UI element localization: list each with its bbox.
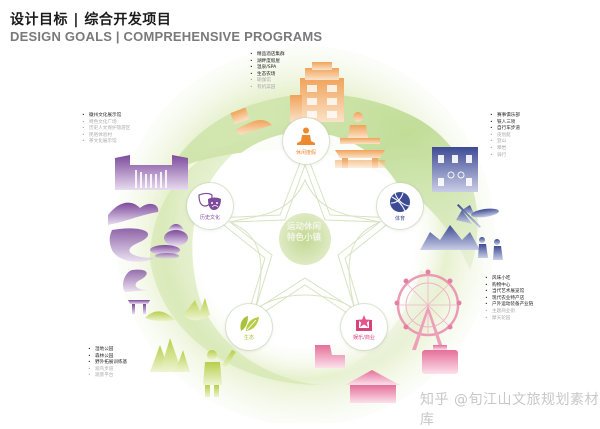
- page-title-en: DESIGN GOALS | COMPREHENSIVE PROGRAMS: [10, 29, 323, 44]
- meditation-icon: [297, 127, 315, 145]
- entertainment-list: 风味小吃 购物中心 当代艺术展览馆 现代农业特产店 户外运动装备产业链 主题商业…: [485, 276, 533, 322]
- culture-list: 徽州文化展示馆 特色文化广场 历史人文保护旅游区 民俗体验村 茶文化展示馆: [82, 113, 130, 146]
- list-item: 瑜伽馆: [250, 78, 285, 85]
- list-item: 攀岩: [490, 146, 520, 153]
- list-item: 特色文化广场: [82, 120, 130, 127]
- list-item: 铁人三项: [490, 120, 520, 127]
- list-item: 骑行: [490, 153, 520, 160]
- ecology-illustration: [145, 298, 236, 397]
- list-item: 有机菜园: [250, 85, 285, 92]
- star-box-icon: [356, 314, 372, 331]
- ecology-list: 湿地公园 森林公园 野外拓展训练基 观鸟步道 观景平台: [88, 347, 127, 380]
- list-item: 精品酒店集群: [250, 52, 285, 59]
- sports-list: 赛事俱乐部 铁人三项 自行车步道 皮划艇 登山 攀岩 骑行: [490, 113, 520, 159]
- list-item: 自行车步道: [490, 126, 520, 133]
- culture-illustration: [108, 155, 188, 314]
- list-item: 主题商业街: [485, 309, 533, 316]
- page-title-cn: 设计目标 | 综合开发项目: [10, 12, 172, 28]
- list-item: 购物中心: [485, 283, 533, 290]
- list-item: 当代艺术展览馆: [485, 289, 533, 296]
- list-item: 观鸟步道: [88, 367, 127, 374]
- node-culture: 历史文化: [187, 183, 233, 229]
- list-item: 登山: [490, 139, 520, 146]
- list-item: 历史人文保护旅游区: [82, 126, 130, 133]
- center-hub: [279, 213, 331, 265]
- leaf-icon: [240, 315, 259, 331]
- node-leisure: 休闲度假: [283, 118, 329, 164]
- watermark: 知乎 @旬江山文旅规划素材库: [420, 392, 599, 428]
- list-item: 风味小吃: [485, 276, 533, 283]
- node-entertainment: 娱乐/商业: [341, 304, 387, 350]
- list-item: 摩天轮园: [485, 316, 533, 323]
- list-item: 湖畔度假屋: [250, 59, 285, 66]
- theater-masks-icon: [198, 192, 221, 210]
- center-label: 运动休闲 特色小镇: [286, 222, 321, 243]
- green-band: [170, 93, 478, 270]
- list-item: 茶文化展示馆: [82, 139, 130, 146]
- list-item: 温泉/SPA: [250, 65, 285, 72]
- list-item: 森林公园: [88, 354, 127, 361]
- leisure-list: 精品酒店集群 湖畔度假屋 温泉/SPA 生态农场 瑜伽馆 有机菜园: [250, 52, 285, 92]
- center-star-web: [213, 148, 397, 327]
- list-item: 皮划艇: [490, 133, 520, 140]
- list-item: 民俗体验村: [82, 133, 130, 140]
- list-item: 湿地公园: [88, 347, 127, 354]
- list-item: 赛事俱乐部: [490, 113, 520, 120]
- list-item: 徽州文化展示馆: [82, 113, 130, 120]
- basketball-icon: [390, 191, 410, 212]
- list-item: 野外拓展训练基: [88, 360, 127, 367]
- node-sports: 体育: [377, 183, 423, 229]
- entertainment-illustration: [315, 269, 462, 403]
- list-item: 现代农业特产店: [485, 296, 533, 303]
- list-item: 观景平台: [88, 373, 127, 380]
- node-ecology: 生态: [226, 304, 272, 350]
- list-item: 户外运动装备产业链: [485, 302, 533, 309]
- list-item: 生态农场: [250, 72, 285, 79]
